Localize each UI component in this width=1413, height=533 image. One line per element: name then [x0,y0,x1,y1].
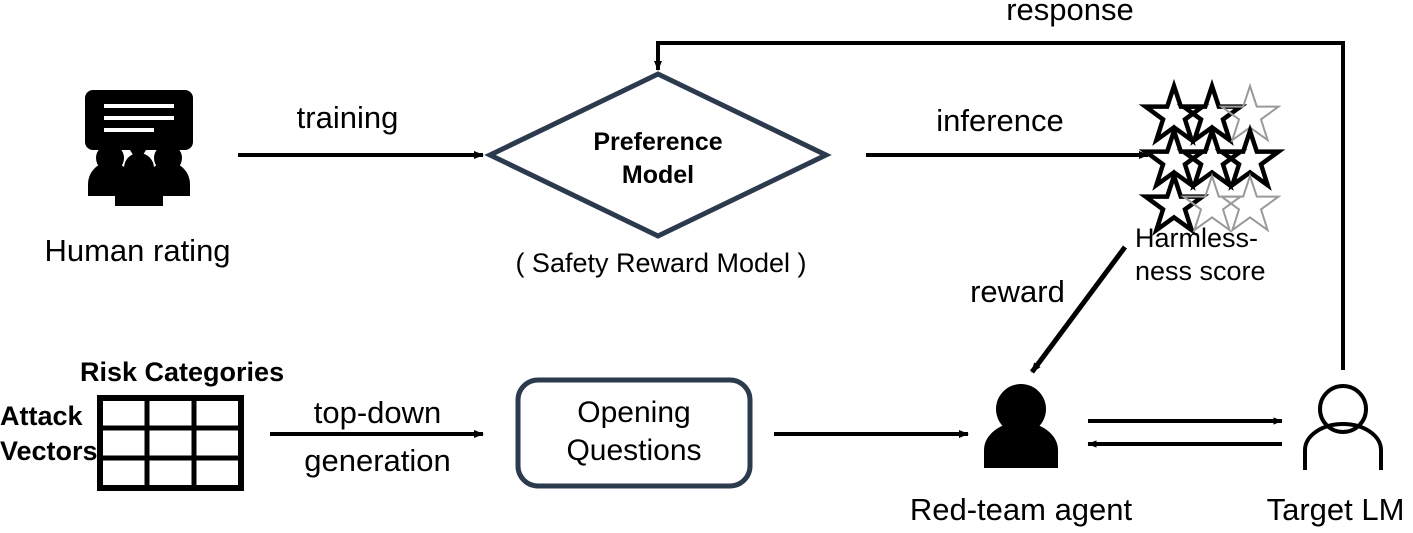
label-response: response [1006,0,1134,27]
label-top-down-generation: top-down generation [304,395,451,479]
label-preference-model: Preference Model [593,128,723,189]
shape-preference-model-diamond [484,71,832,239]
star-rating-icon [1138,78,1286,236]
person-filled-icon [984,384,1058,468]
shape-opening-questions-box [515,377,753,489]
label-reward: reward [970,274,1065,309]
arrow-reward [1029,245,1128,374]
label-attack-vectors: Attack Vectors [0,401,98,466]
label-harmlessness-score: Harmless- ness score [1135,223,1266,286]
label-target-lm: Target LM [1266,492,1405,527]
risk-category-grid [97,395,244,491]
people-speech-bubble-icon [85,90,193,206]
person-outline-icon [1303,384,1383,470]
label-risk-categories: Risk Categories [80,357,285,387]
label-red-team-agent: Red-team agent [909,492,1133,527]
label-training: training [296,100,399,135]
label-human-rating: Human rating [44,233,231,268]
label-opening-questions: Opening Questions [566,396,702,467]
arrow-response [654,41,1345,370]
label-inference: inference [936,103,1064,138]
label-safety-reward-model: ( Safety Reward Model ) [515,248,807,278]
